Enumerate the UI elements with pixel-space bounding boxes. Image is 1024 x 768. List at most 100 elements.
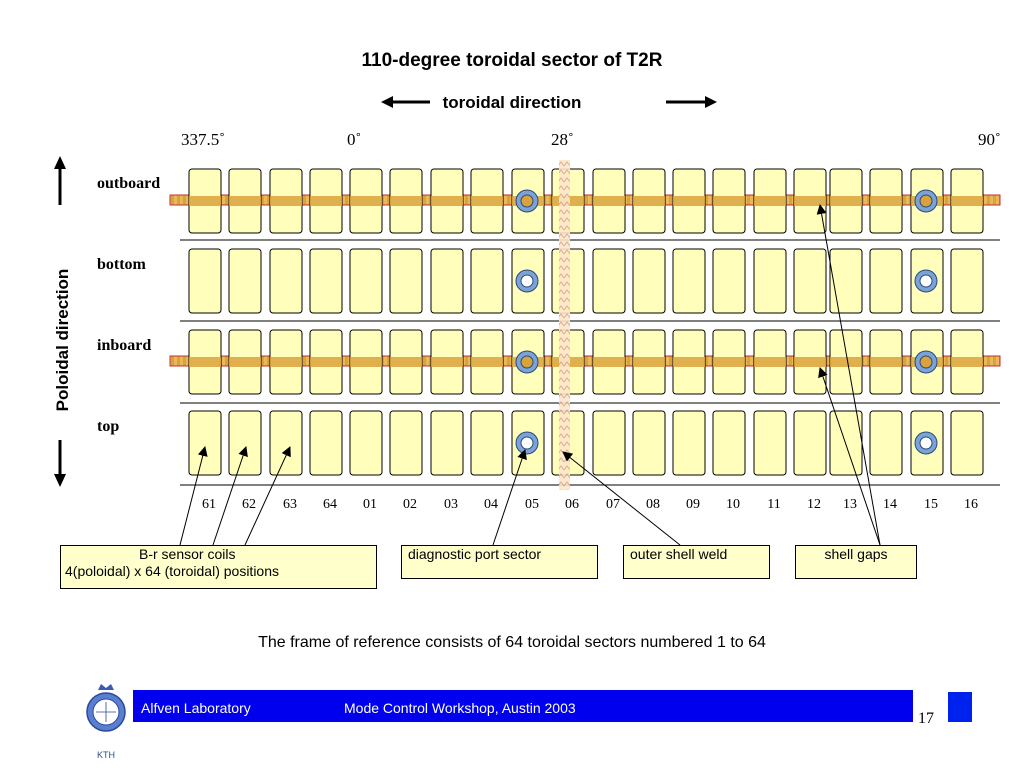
coil-top-64 (309, 410, 343, 476)
degree-label-0: 0˚ (347, 130, 362, 149)
br-sensor-core-bottom-15 (919, 274, 933, 288)
br-sensor-core-top-15 (919, 436, 933, 450)
sector-number-11: 11 (767, 497, 781, 512)
coil-top-13 (829, 410, 863, 476)
corner-square (948, 692, 972, 722)
row-label-bottom: bottom (97, 256, 146, 273)
weld-segment-inboard-09 (673, 357, 705, 367)
weld-segment-outboard-09 (673, 196, 705, 206)
coil-top-09 (672, 410, 706, 476)
weld-segment-inboard-14 (870, 357, 902, 367)
weld-segment-outboard-64 (310, 196, 342, 206)
sector-number-10: 10 (726, 497, 740, 512)
sector-number-12: 12 (807, 497, 821, 512)
weld-segment-outboard-63 (270, 196, 302, 206)
weld-segment-inboard-62 (229, 357, 261, 367)
coil-bottom-03 (430, 248, 464, 314)
outer-shell-weld-band-inboard (169, 355, 1001, 367)
callout-diagnostic-port: diagnostic port sector (401, 545, 598, 579)
weld-segment-outboard-07 (593, 196, 625, 206)
callout-diagnostic-port-text: diagnostic port sector (408, 546, 542, 562)
coil-bottom-62 (228, 248, 262, 314)
callout-pointers (179, 204, 881, 546)
sector-number-16: 16 (964, 497, 978, 512)
weld-segment-inboard-07 (593, 357, 625, 367)
weld-segment-outboard-03 (431, 196, 463, 206)
br-sensor-core-inboard-15 (919, 355, 933, 369)
callout-br-sensor: B-r sensor coils 4(poloidal) x 64 (toroi… (60, 545, 377, 589)
sector-number-64: 64 (323, 497, 337, 512)
br-sensor-core-outboard-05 (520, 194, 534, 208)
coil-bottom-11 (753, 248, 787, 314)
page-number: 17 (918, 710, 934, 727)
weld-segment-inboard-10 (713, 357, 745, 367)
weld-segment-inboard-02 (390, 357, 422, 367)
toroidal-direction-label: toroidal direction (442, 93, 582, 112)
weld-segment-inboard-16 (951, 357, 983, 367)
sector-number-07: 07 (606, 497, 620, 512)
coil-bottom-61 (188, 248, 222, 314)
coil-bottom-13 (829, 248, 863, 314)
coil-top-10 (712, 410, 746, 476)
sector-number-09: 09 (686, 497, 700, 512)
sector-number-04: 04 (484, 497, 498, 512)
br-sensor-core-inboard-05 (520, 355, 534, 369)
coil-top-11 (753, 410, 787, 476)
diagnostic-port-gap (559, 160, 570, 490)
coil-grid (188, 168, 984, 476)
logo-text: KTH (97, 750, 115, 760)
weld-segment-outboard-61 (189, 196, 221, 206)
coil-top-12 (793, 410, 827, 476)
br-sensor-core-top-05 (520, 436, 534, 450)
sector-number-02: 02 (403, 497, 417, 512)
sector-number-14: 14 (883, 497, 897, 512)
slide-caption: The frame of reference consists of 64 to… (258, 634, 766, 651)
weld-segment-outboard-16 (951, 196, 983, 206)
coil-top-63 (269, 410, 303, 476)
weld-segment-inboard-01 (350, 357, 382, 367)
weld-segment-inboard-63 (270, 357, 302, 367)
coil-bottom-08 (632, 248, 666, 314)
slide-title: 110-degree toroidal sector of T2R (361, 50, 663, 71)
coil-top-03 (430, 410, 464, 476)
row-label-inboard: inboard (97, 337, 152, 354)
poloidal-up-arrow (54, 156, 66, 205)
weld-segment-outboard-01 (350, 196, 382, 206)
sector-number-61: 61 (202, 497, 216, 512)
weld-segment-outboard-04 (471, 196, 503, 206)
coil-bottom-01 (349, 248, 383, 314)
weld-segment-outboard-02 (390, 196, 422, 206)
coil-bottom-12 (793, 248, 827, 314)
weld-segment-outboard-62 (229, 196, 261, 206)
coil-bottom-07 (592, 248, 626, 314)
weld-segment-outboard-13 (830, 196, 862, 206)
outer-shell-weld-band-outboard (169, 194, 1001, 206)
footer-bar (133, 690, 913, 722)
sensor-rings (515, 189, 938, 455)
weld-segment-inboard-61 (189, 357, 221, 367)
weld-segment-inboard-64 (310, 357, 342, 367)
sector-number-13: 13 (843, 497, 857, 512)
coil-bottom-09 (672, 248, 706, 314)
coil-top-07 (592, 410, 626, 476)
coil-bottom-64 (309, 248, 343, 314)
coil-bottom-63 (269, 248, 303, 314)
weld-segment-inboard-12 (794, 357, 826, 367)
row-label-top: top (97, 418, 120, 435)
sector-number-15: 15 (924, 497, 938, 512)
sector-number-01: 01 (363, 497, 377, 512)
coil-top-61 (188, 410, 222, 476)
weld-segment-inboard-03 (431, 357, 463, 367)
degree-label-90: 90˚ (978, 130, 1001, 149)
degree-label-28: 28˚ (551, 130, 574, 149)
coil-top-01 (349, 410, 383, 476)
callout-shell-gaps: shell gaps (795, 545, 917, 579)
coil-top-04 (470, 410, 504, 476)
coil-top-16 (950, 410, 984, 476)
sector-number-62: 62 (242, 497, 256, 512)
weld-segment-inboard-04 (471, 357, 503, 367)
kth-logo-icon: KTH (84, 680, 128, 764)
coil-bottom-16 (950, 248, 984, 314)
weld-segment-outboard-10 (713, 196, 745, 206)
